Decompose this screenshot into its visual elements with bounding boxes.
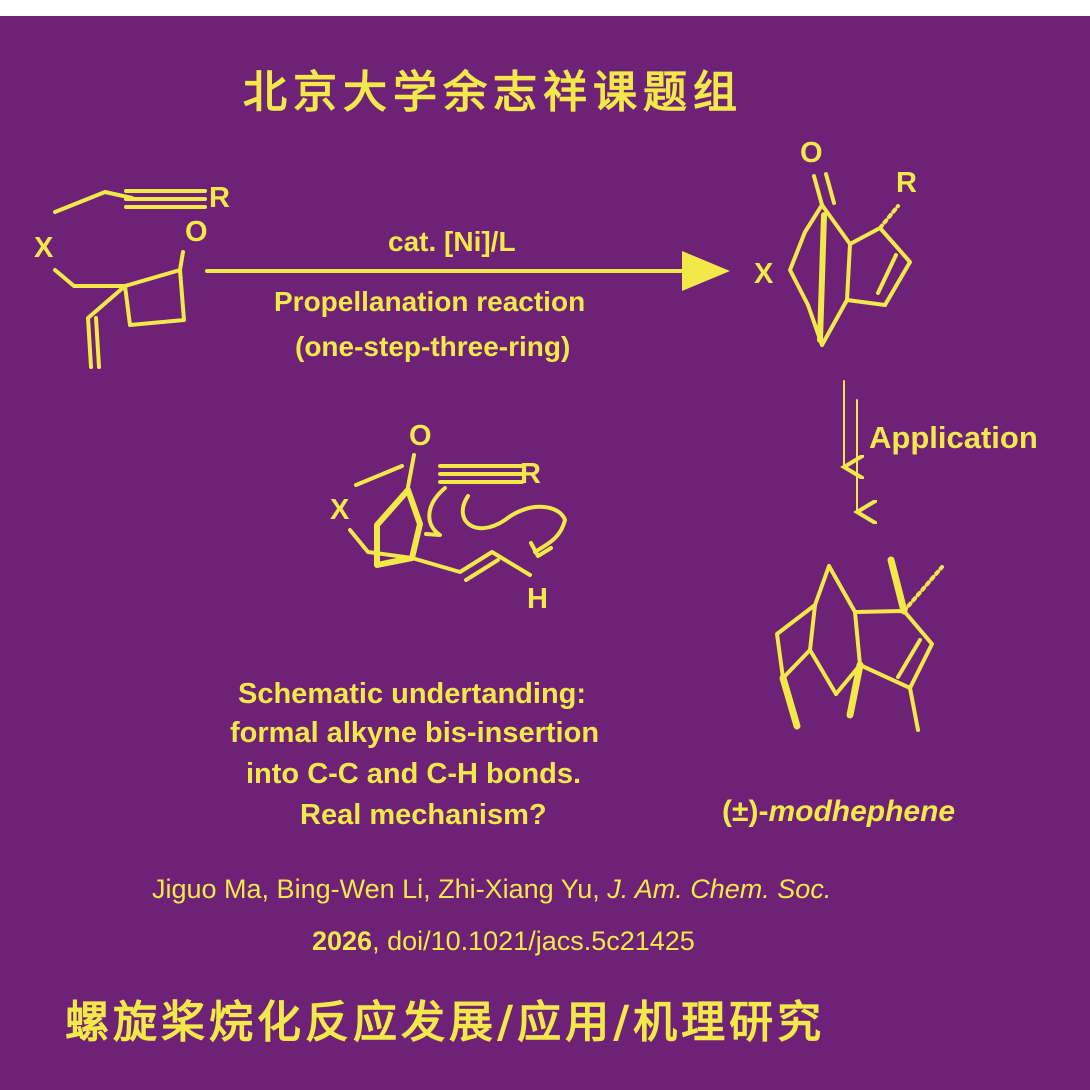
reaction-subtitle: (one-step-three-ring) xyxy=(295,331,571,362)
product-o-label: O xyxy=(800,137,823,169)
mechanism-text-line-2: formal alkyne bis-insertion xyxy=(230,717,600,749)
page-title: 北京大学余志祥课题组 xyxy=(243,67,743,118)
mechanism-x-label: X xyxy=(330,494,350,526)
heteroatom-x-label: X xyxy=(34,232,54,264)
mechanism-text-line-1: Schematic undertanding: xyxy=(238,678,587,710)
citation-line-1: Jiguo Ma, Bing-Wen Li, Zhi-Xiang Yu, J. … xyxy=(152,874,831,905)
mechanism-o-label: O xyxy=(409,420,432,452)
reaction-name: Propellanation reaction xyxy=(274,286,586,317)
citation-journal: J. Am. Chem. Soc. xyxy=(607,874,832,904)
substituent-r-label: R xyxy=(209,182,230,214)
footer-title: 螺旋桨烷化反应发展/应用/机理研究 xyxy=(65,997,826,1048)
citation-line-2: 2026, doi/10.1021/jacs.5c21425 xyxy=(312,926,695,957)
starting-material-structure xyxy=(53,189,207,369)
product-r-label: R xyxy=(896,167,917,199)
product-name: (±)-modhephene xyxy=(722,795,955,829)
product-name-prefix: (±)- xyxy=(722,795,769,828)
citation-year: 2026 xyxy=(312,926,373,956)
application-label: Application xyxy=(869,420,1038,455)
catalyst-label: cat. [Ni]/L xyxy=(388,226,516,257)
mechanism-text-line-3: into C-C and C-H bonds. xyxy=(246,758,582,790)
citation-doi: , doi/10.1021/jacs.5c21425 xyxy=(372,926,695,956)
carbonyl-o-label: O xyxy=(185,216,208,248)
mechanism-text-line-4: Real mechanism? xyxy=(300,799,547,831)
citation-authors: Jiguo Ma, Bing-Wen Li, Zhi-Xiang Yu, xyxy=(152,874,600,904)
mechanism-structure xyxy=(348,453,567,582)
mechanism-r-label: R xyxy=(520,458,541,490)
mechanism-h-label: H xyxy=(527,583,548,615)
product-x-label: X xyxy=(754,258,774,290)
propellane-product-structure xyxy=(788,172,912,347)
product-name-text: modhephene xyxy=(768,795,956,828)
modhephene-structure xyxy=(775,556,944,732)
